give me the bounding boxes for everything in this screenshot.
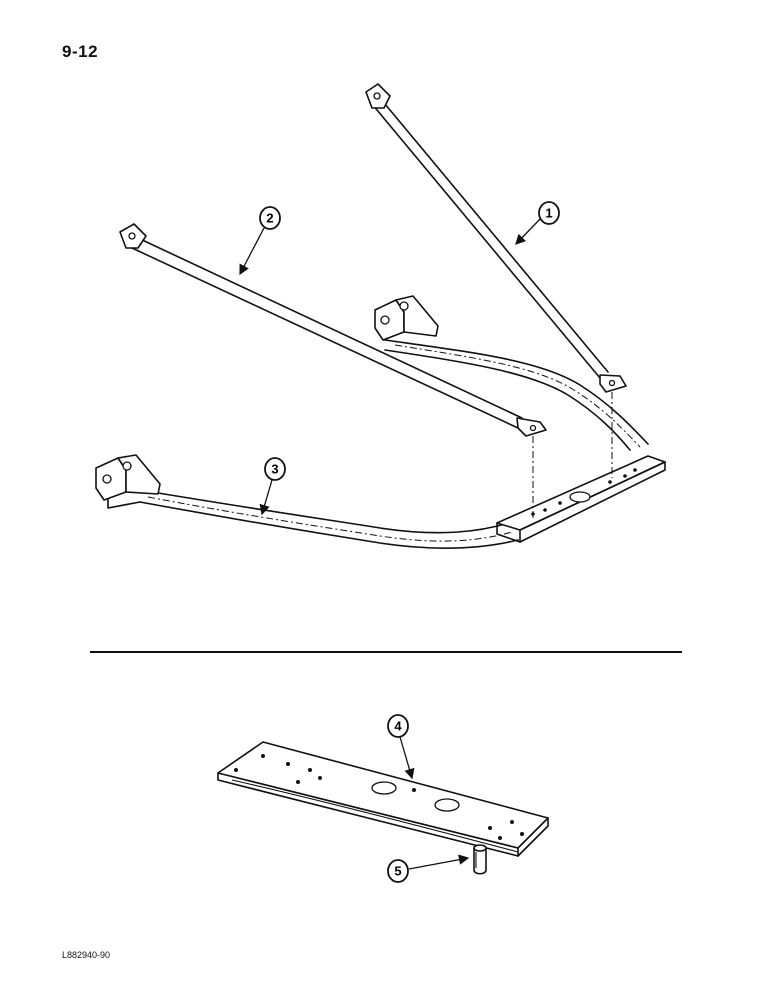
callout-2: 2 <box>239 206 281 276</box>
callout-1: 1 <box>515 201 560 245</box>
cross-plate-part-4 <box>217 741 549 857</box>
callout-label-5: 5 <box>394 864 401 879</box>
callout-5: 5 <box>387 854 470 883</box>
figure-code: L882940-90 <box>62 950 111 960</box>
page-number: 9-12 <box>62 42 99 61</box>
callout-label-1: 1 <box>545 206 552 221</box>
bushing-part-5 <box>473 844 487 875</box>
brace-part-2 <box>119 223 547 518</box>
callout-label-4: 4 <box>394 719 402 734</box>
callout-label-2: 2 <box>266 211 273 226</box>
callout-4: 4 <box>387 714 415 780</box>
callout-3: 3 <box>259 457 286 516</box>
frame-weldment-part-3 <box>95 295 666 549</box>
brace-part-1 <box>365 83 627 478</box>
callout-label-3: 3 <box>271 462 278 477</box>
